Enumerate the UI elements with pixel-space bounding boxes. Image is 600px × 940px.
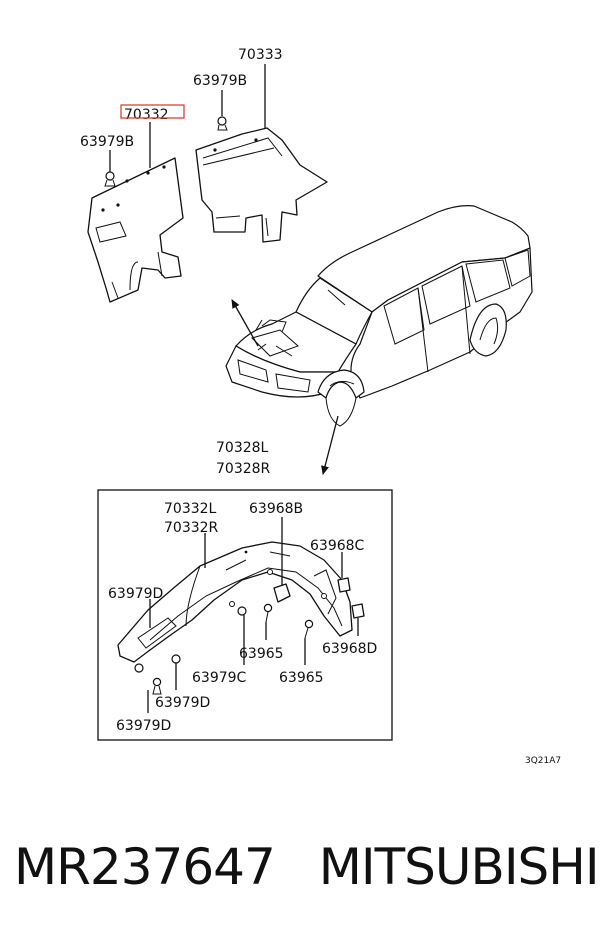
label-63979d-left: 63979D	[108, 586, 163, 602]
label-70332: 70332	[124, 107, 169, 123]
arrow-to-lower-parts	[321, 415, 339, 475]
label-63979d-bottom: 63979D	[116, 718, 171, 734]
clip-63979b-top	[217, 116, 228, 131]
label-63979c: 63979C	[192, 670, 247, 686]
label-63968b: 63968B	[249, 501, 303, 517]
parts-diagram: 70333 63979B 70332 63979B	[80, 47, 561, 766]
label-63968d: 63968D	[322, 641, 377, 657]
arrow-to-upper-parts	[231, 299, 259, 347]
clip-63968d	[351, 603, 365, 619]
label-63968c: 63968C	[310, 538, 365, 554]
shield-panel-70333	[195, 127, 328, 243]
detail-box	[97, 489, 393, 741]
clip-63979c	[237, 606, 247, 616]
fender-liner-70332lr	[117, 541, 353, 663]
label-63979b-left: 63979B	[80, 134, 134, 150]
clip-63979d-c	[152, 677, 162, 695]
label-63965-a: 63965	[239, 646, 284, 662]
shield-panel-70332	[87, 157, 184, 303]
label-63979b-top: 63979B	[193, 73, 247, 89]
screw-63965-b	[304, 619, 314, 639]
highlight-box-70332	[120, 104, 185, 119]
footer-caption: MR237647 MITSUBISHI	[14, 838, 600, 896]
clip-63979d-a	[134, 663, 144, 673]
label-70333: 70333	[238, 47, 283, 63]
label-70328r: 70328R	[216, 461, 271, 477]
screw-63965-a	[263, 603, 273, 623]
clip-63979d-b	[171, 654, 181, 664]
label-63979d-mid: 63979D	[155, 695, 210, 711]
brand-name: MITSUBISHI	[318, 838, 600, 896]
part-number: MR237647	[14, 838, 276, 896]
reference-code: 3Q21A7	[525, 756, 561, 766]
clip-63979b-left	[104, 171, 116, 187]
label-70332l: 70332L	[164, 501, 217, 517]
label-70332r: 70332R	[164, 520, 219, 536]
clip-63968c	[337, 577, 351, 593]
label-63965-b: 63965	[279, 670, 324, 686]
clip-63968b	[273, 583, 291, 603]
vehicle-illustration	[225, 205, 533, 427]
label-70328l: 70328L	[216, 440, 269, 456]
